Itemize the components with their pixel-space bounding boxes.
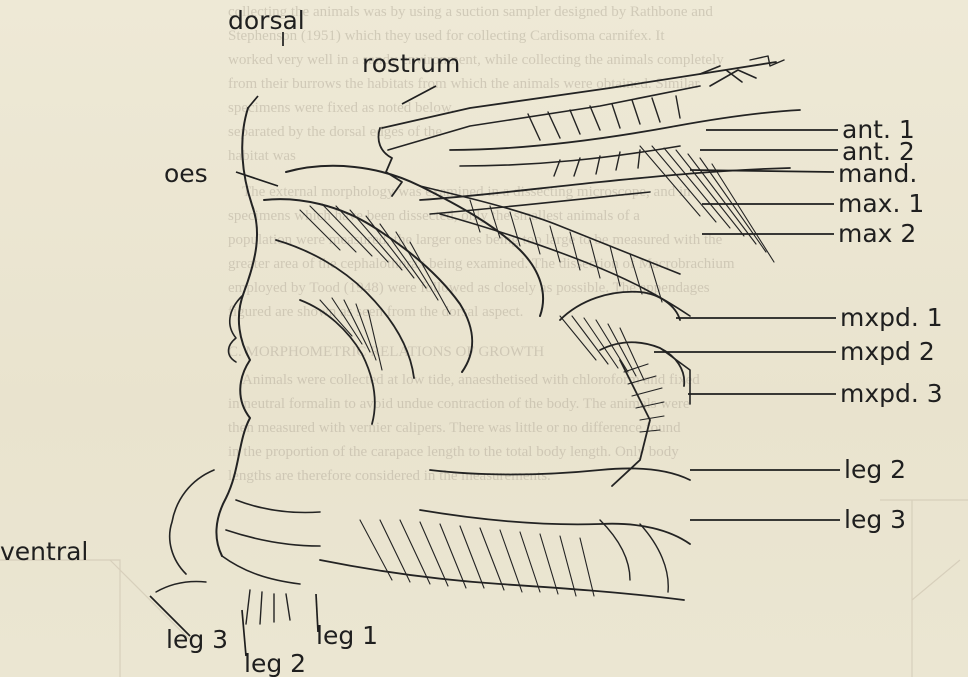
- label-leg1-bottom: leg 1: [316, 621, 378, 650]
- label-leg2-bottom: leg 2: [244, 649, 306, 677]
- label-mxpd2: mxpd 2: [840, 337, 935, 366]
- label-mxpd3: mxpd. 3: [840, 379, 943, 408]
- antennae: [420, 96, 800, 214]
- leader-rostrum: [402, 86, 436, 104]
- leader-oes: [236, 172, 278, 186]
- label-mand: mand.: [838, 159, 917, 188]
- label-leg2-right: leg 2: [844, 455, 906, 484]
- leader-dorsal-body: [248, 96, 258, 108]
- maxillipeds: [560, 292, 690, 486]
- label-leg3-right: leg 3: [844, 505, 906, 534]
- label-dorsal: dorsal: [228, 6, 305, 35]
- specimen-drawing: [156, 56, 800, 624]
- label-max2: max 2: [838, 219, 916, 248]
- label-oes: oes: [164, 159, 208, 188]
- label-max1: max. 1: [838, 189, 924, 218]
- leader-lines: [150, 32, 840, 656]
- mouthparts-mass: [264, 146, 774, 424]
- label-rostrum: rostrum: [362, 49, 460, 78]
- label-mxpd1: mxpd. 1: [840, 303, 943, 332]
- walking-legs: [226, 468, 690, 624]
- label-leg3-bottom: leg 3: [166, 625, 228, 654]
- label-ventral: ventral: [0, 537, 88, 566]
